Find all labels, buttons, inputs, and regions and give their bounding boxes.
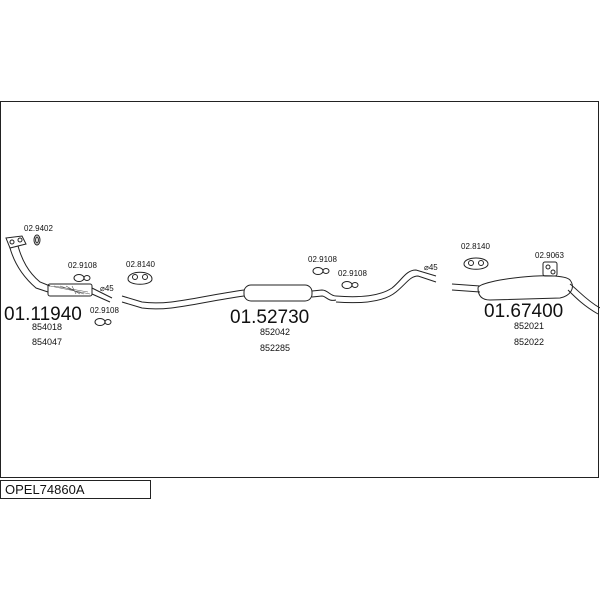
front-pipe-number: 01.11940 — [4, 304, 82, 325]
clamp-label-2: 02.9108 — [90, 306, 119, 315]
center-silencer-number: 01.52730 — [230, 307, 309, 328]
center-silencer-ref-1: 852042 — [260, 327, 290, 337]
center-silencer-drawing — [121, 269, 437, 310]
clamp-icon-2 — [94, 318, 112, 326]
mount-label-1: 02.8140 — [126, 260, 155, 269]
mount-label-3: 02.9063 — [535, 251, 564, 260]
front-pipe-ref-1: 854018 — [32, 322, 62, 332]
diameter-label-rear: ⌀45 — [424, 263, 438, 272]
rubber-mount-icon-3 — [542, 261, 558, 277]
center-silencer-ref-2: 852285 — [260, 343, 290, 353]
rear-silencer-drawing — [451, 275, 600, 315]
rubber-mount-icon-2 — [463, 257, 489, 270]
rear-silencer-number: 01.67400 — [484, 301, 563, 322]
clamp-label-1: 02.9108 — [68, 261, 97, 270]
clamp-icon-3 — [312, 267, 330, 275]
front-pipe-drawing — [5, 235, 113, 303]
diagram-frame — [0, 101, 599, 478]
gasket-label: 02.9402 — [24, 224, 53, 233]
gasket-icon — [33, 234, 41, 246]
clamp-label-3: 02.9108 — [308, 255, 337, 264]
rubber-mount-icon-1 — [127, 271, 153, 285]
clamp-icon-1 — [73, 274, 91, 282]
clamp-label-4: 02.9108 — [338, 269, 367, 278]
rear-silencer-ref-2: 852022 — [514, 337, 544, 347]
clamp-icon-4 — [341, 281, 359, 289]
diameter-label-front: ⌀45 — [100, 284, 114, 293]
front-pipe-ref-2: 854047 — [32, 337, 62, 347]
mount-label-2: 02.8140 — [461, 242, 490, 251]
rear-silencer-ref-1: 852021 — [514, 321, 544, 331]
diagram-code: OPEL74860A — [0, 480, 151, 499]
